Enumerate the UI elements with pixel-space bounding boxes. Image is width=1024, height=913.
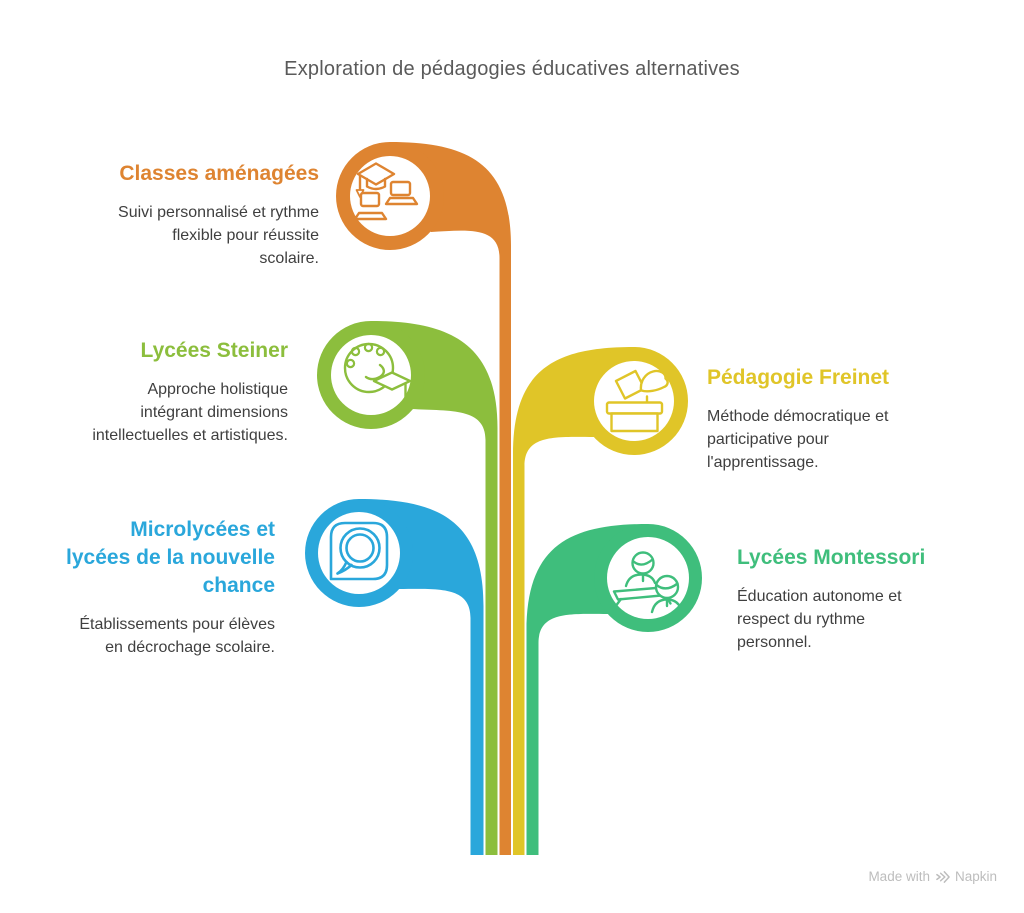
- item-lycees-steiner: Lycées Steiner Approche holistique intég…: [38, 337, 288, 447]
- branch-lycees-montessori: [526, 524, 702, 855]
- item-heading-classes-amenagees: Classes aménagées: [119, 162, 319, 185]
- page-title: Exploration de pédagogies éducatives alt…: [284, 58, 740, 80]
- item-heading-microlycees: Microlycées et lycées de la nouvelle cha…: [66, 518, 275, 597]
- teacher-student-desk-icon: [612, 551, 684, 614]
- item-heading-pedagogie-freinet: Pédagogie Freinet: [707, 366, 890, 389]
- tendril-teal: [526, 524, 648, 855]
- item-pedagogie-freinet: Pédagogie Freinet Méthode démocratique e…: [707, 364, 957, 474]
- item-heading-lycees-montessori: Lycées Montessori: [737, 546, 926, 569]
- ballot-box-hand-icon: [605, 369, 669, 433]
- napkin-logo-icon: [936, 870, 950, 883]
- tendril-orange: [390, 142, 511, 855]
- napkin-credit: Made with Napkin: [868, 869, 997, 884]
- tendril-blue: [359, 499, 484, 855]
- branch-classes-amenagees: [336, 142, 511, 855]
- item-heading-lycees-steiner: Lycées Steiner: [140, 339, 288, 362]
- item-body-microlycees: Établissements pour élèves en décrochage…: [79, 616, 275, 656]
- item-body-classes-amenagees: Suivi personnalisé et rythme flexible po…: [118, 204, 319, 267]
- made-with-label: Made with: [868, 869, 930, 884]
- graduation-cap-laptops-icon: [353, 162, 419, 221]
- chat-bubble-pin-icon: [329, 521, 389, 581]
- item-body-pedagogie-freinet: Méthode démocratique et participative po…: [707, 408, 889, 471]
- branch-microlycees: [305, 499, 484, 855]
- item-body-lycees-steiner: Approche holistique intégrant dimensions…: [92, 381, 288, 444]
- item-lycees-montessori: Lycées Montessori Éducation autonome et …: [737, 544, 987, 654]
- branch-pedagogie-freinet: [513, 347, 688, 855]
- item-microlycees: Microlycées et lycées de la nouvelle cha…: [25, 516, 275, 659]
- node-inner-teal: [607, 537, 689, 619]
- branch-lycees-steiner: [317, 321, 498, 855]
- napkin-brand-label: Napkin: [954, 869, 997, 884]
- item-body-lycees-montessori: Éducation autonome et respect du rythme …: [737, 588, 902, 651]
- palette-graduation-icon: [343, 342, 412, 400]
- item-classes-amenagees: Classes aménagées Suivi personnalisé et …: [49, 160, 319, 270]
